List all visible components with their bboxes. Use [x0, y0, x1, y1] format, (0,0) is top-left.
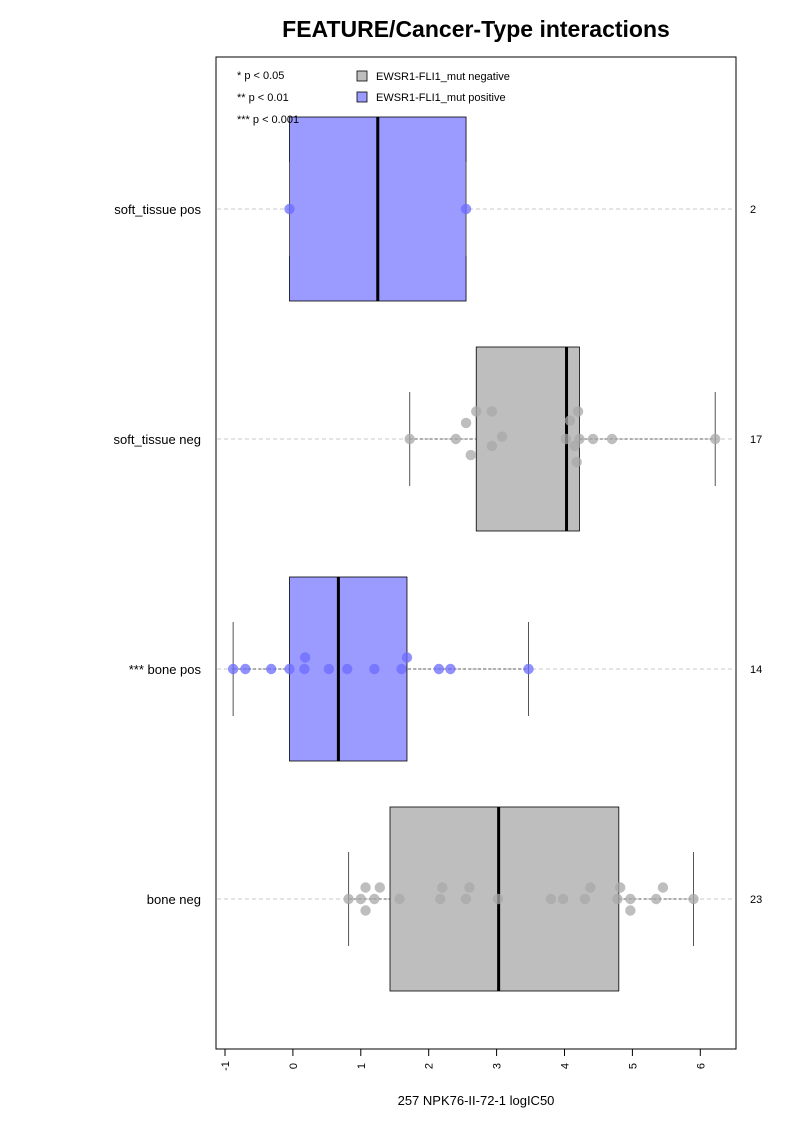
data-point	[560, 433, 572, 445]
legend-label-positive: EWSR1-FLI1_mut positive	[376, 92, 506, 104]
group-label: bone neg	[147, 892, 201, 907]
data-point	[450, 433, 462, 445]
data-point	[486, 440, 498, 452]
group-label: soft_tissue pos	[114, 202, 201, 217]
data-point	[374, 882, 386, 893]
x-axis: -1 0 1 2 3 4 5 6	[220, 1048, 707, 1071]
data-point	[557, 893, 569, 905]
data-point	[437, 882, 448, 893]
data-point	[299, 652, 311, 663]
data-point	[435, 893, 446, 905]
data-point	[460, 893, 472, 905]
sample-size-label: 2	[750, 204, 756, 216]
data-point	[587, 433, 599, 445]
sample-size-label: 23	[750, 894, 762, 906]
x-tick-label: 6	[695, 1063, 707, 1069]
data-point	[404, 433, 415, 445]
data-point	[625, 905, 636, 916]
data-point	[579, 893, 591, 905]
data-point	[433, 663, 445, 675]
sample-size-labels: 2 17 14 23	[750, 204, 762, 906]
data-point	[284, 663, 295, 675]
legend-swatch-negative	[356, 70, 368, 82]
data-point	[342, 663, 353, 675]
data-point	[571, 456, 582, 468]
legend: * p < 0.05 ** p < 0.01 *** p < 0.001 EWS…	[237, 70, 510, 126]
data-point	[355, 893, 366, 905]
data-point	[496, 431, 508, 442]
group-guide-lines	[217, 208, 735, 900]
data-point	[227, 663, 239, 675]
data-point	[265, 663, 277, 675]
significance-legend-3: *** p < 0.001	[237, 114, 299, 126]
data-point	[460, 203, 472, 215]
data-point	[360, 905, 371, 916]
data-point	[585, 882, 596, 893]
data-point	[650, 893, 662, 905]
data-point	[471, 406, 482, 417]
x-tick-label: 3	[492, 1063, 504, 1069]
data-point	[564, 415, 576, 426]
data-point	[369, 893, 380, 905]
legend-label-negative: EWSR1-FLI1_mut negative	[376, 71, 510, 83]
data-point	[465, 449, 476, 461]
data-point	[396, 663, 407, 675]
data-point	[360, 882, 371, 893]
x-tick-label: 2	[424, 1063, 436, 1069]
data-point	[369, 663, 380, 675]
data-point	[492, 893, 504, 905]
data-point	[401, 652, 413, 663]
x-tick-label: 1	[356, 1063, 368, 1069]
data-point	[323, 663, 335, 675]
x-tick-label: 5	[627, 1063, 639, 1069]
y-axis-labels: soft_tissue pos soft_tissue neg *** bone p…	[114, 202, 202, 907]
data-point	[657, 882, 669, 893]
data-point	[572, 406, 584, 417]
x-tick-label: 4	[560, 1063, 572, 1069]
data-point	[394, 893, 405, 905]
sample-size-label: 17	[750, 434, 762, 446]
data-point	[710, 433, 721, 445]
sample-size-label: 14	[750, 664, 762, 676]
data-point	[614, 882, 626, 893]
data-point	[606, 433, 618, 445]
box-plot-boxes	[232, 116, 716, 992]
data-point	[343, 893, 354, 905]
data-points	[227, 203, 721, 916]
data-point	[545, 893, 557, 905]
legend-swatch-positive	[356, 91, 368, 103]
significance-legend-1: * p < 0.05	[237, 70, 284, 82]
data-point	[284, 203, 295, 215]
data-point	[460, 417, 472, 429]
chart-title: FEATURE/Cancer-Type interactions	[282, 16, 670, 42]
x-tick-label: -1	[220, 1061, 232, 1071]
data-point	[523, 663, 534, 675]
group-label: soft_tissue neg	[114, 432, 201, 447]
data-point	[240, 663, 251, 675]
data-point	[486, 406, 498, 417]
x-axis-label: 257 NPK76-II-72-1 logIC50	[398, 1093, 555, 1108]
data-point	[625, 893, 636, 905]
data-point	[574, 433, 585, 445]
data-point	[612, 893, 623, 905]
significance-legend-2: ** p < 0.01	[237, 92, 289, 104]
data-point	[464, 882, 475, 893]
data-point	[445, 663, 456, 675]
data-point	[688, 893, 699, 905]
x-tick-label: 0	[288, 1063, 300, 1069]
group-label: *** bone pos	[129, 662, 202, 677]
data-point	[299, 663, 310, 675]
